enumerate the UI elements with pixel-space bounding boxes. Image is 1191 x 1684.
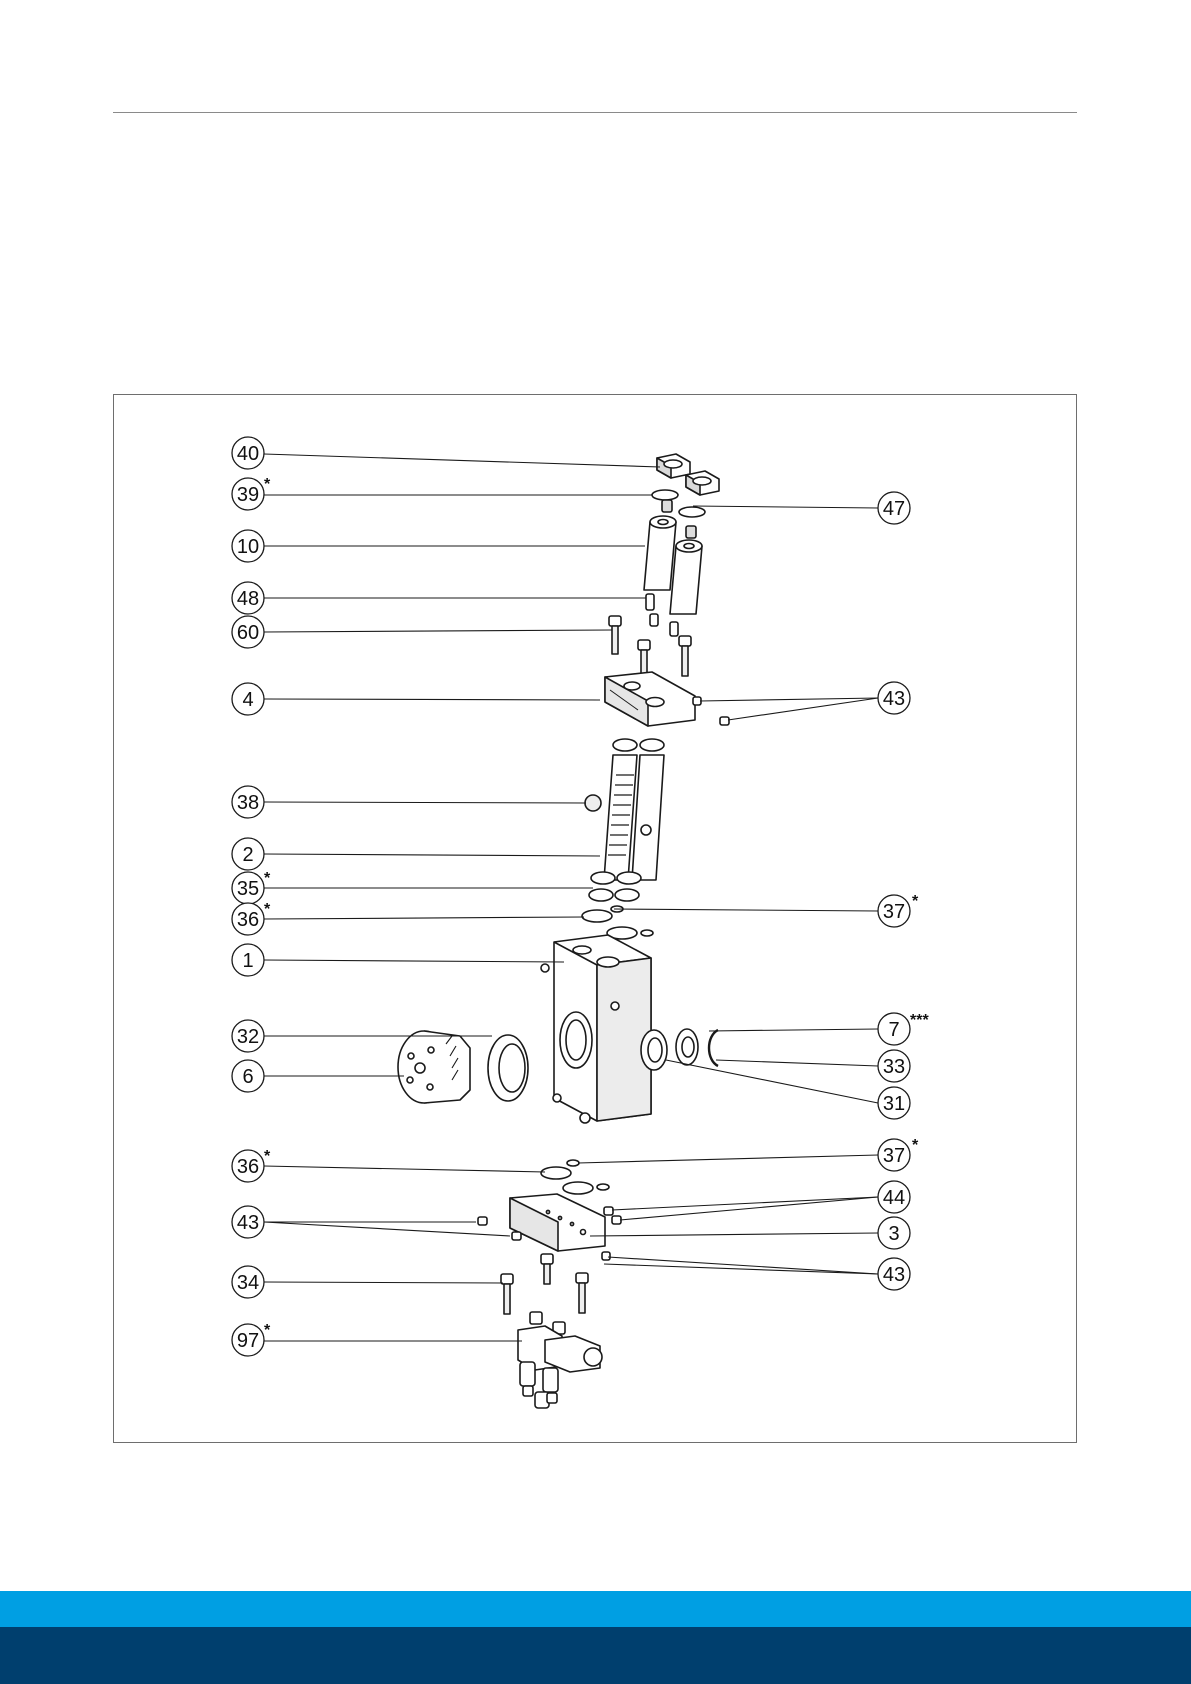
valve-part [518, 1312, 602, 1408]
callout-label: 33 [883, 1056, 905, 1078]
callout-label: 43 [237, 1212, 259, 1234]
callout-37: 37 * [878, 893, 919, 927]
callout-60: 60 [232, 616, 264, 648]
gear-part [398, 1031, 470, 1103]
callout-1: 1 [232, 944, 264, 976]
callout-40: 40 [232, 437, 264, 469]
callout-label: 6 [242, 1066, 253, 1088]
callout-label: 36 [237, 909, 259, 931]
callout-4: 4 [232, 683, 264, 715]
callout-suffix: *** [910, 1012, 929, 1029]
callout-36-lower: 36 * [232, 1148, 271, 1182]
callout-label: 44 [883, 1187, 905, 1209]
callout-7: 7 *** [878, 1012, 929, 1045]
footer-band-dark [0, 1627, 1191, 1684]
callout-suffix: * [264, 870, 271, 887]
callout-label: 4 [242, 689, 253, 711]
callout-34: 34 [232, 1266, 264, 1298]
callout-label: 2 [242, 844, 253, 866]
callout-label: 34 [237, 1272, 259, 1294]
callout-label: 32 [237, 1026, 259, 1048]
callout-label: 36 [237, 1156, 259, 1178]
callout-suffix: * [912, 1137, 919, 1154]
callout-label: 7 [888, 1019, 899, 1041]
callout-label: 60 [237, 622, 259, 644]
callout-35: 35 * [232, 870, 271, 904]
callout-label: 31 [883, 1093, 905, 1115]
callout-label: 39 [237, 484, 259, 506]
callout-suffix: * [264, 901, 271, 918]
callout-48: 48 [232, 582, 264, 614]
callout-label: 97 [237, 1330, 259, 1352]
callout-39: 39 * [232, 476, 271, 510]
callout-32: 32 [232, 1020, 264, 1052]
callout-43-top: 43 [878, 682, 910, 714]
callout-38: 38 [232, 786, 264, 818]
callout-47: 47 [878, 492, 910, 524]
part-drawings [398, 454, 729, 1408]
piston-part [585, 739, 664, 880]
callout-33: 33 [878, 1050, 910, 1082]
callout-43-bottom: 43 [878, 1258, 910, 1290]
callout-43-left: 43 [232, 1206, 264, 1238]
callout-3: 3 [878, 1217, 910, 1249]
callout-10: 10 [232, 530, 264, 562]
callout-44: 44 [878, 1181, 910, 1213]
nut-part [657, 454, 719, 495]
callout-suffix: * [264, 1148, 271, 1165]
callout-37-lower: 37 * [878, 1137, 919, 1171]
top-block-part [605, 672, 701, 726]
callout-suffix: * [912, 893, 919, 910]
callout-label: 48 [237, 588, 259, 610]
callout-label: 10 [237, 536, 259, 558]
callout-label: 40 [237, 443, 259, 465]
callout-31: 31 [878, 1087, 910, 1119]
callout-6: 6 [232, 1060, 264, 1092]
footer-band-light [0, 1591, 1191, 1627]
callout-36: 36 * [232, 901, 271, 935]
lower-block-part [510, 1194, 605, 1251]
callout-label: 35 [237, 878, 259, 900]
callout-suffix: * [264, 476, 271, 493]
callout-label: 43 [883, 688, 905, 710]
callout-label: 1 [242, 950, 253, 972]
callout-label: 37 [883, 901, 905, 923]
callout-label: 37 [883, 1145, 905, 1167]
callout-label: 38 [237, 792, 259, 814]
callout-suffix: * [264, 1322, 271, 1339]
callout-2: 2 [232, 838, 264, 870]
callout-97: 97 * [232, 1322, 271, 1356]
callout-label: 47 [883, 498, 905, 520]
callout-label: 3 [888, 1223, 899, 1245]
callout-label: 43 [883, 1264, 905, 1286]
housing-part [541, 935, 651, 1123]
